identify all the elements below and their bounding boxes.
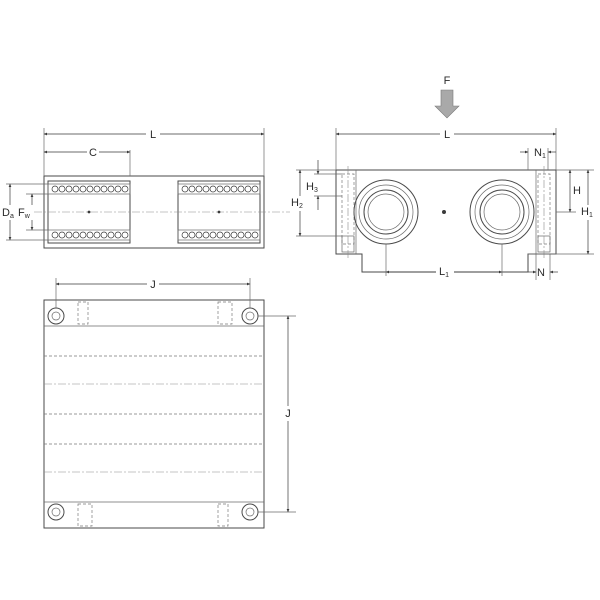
- bearing-ball: [93, 185, 101, 193]
- end-length-label: L: [444, 129, 450, 141]
- bearing-ball: [72, 185, 80, 193]
- hole-top-right: [241, 307, 259, 325]
- bearing-ball: [79, 185, 87, 193]
- bearing-ball: [188, 185, 196, 193]
- bearing-ball: [209, 231, 217, 239]
- force-label: F: [444, 75, 451, 87]
- bearing-ball: [216, 185, 224, 193]
- hole-bottom-left: [47, 503, 65, 521]
- bearing-ball: [51, 231, 59, 239]
- bearing-ball: [202, 231, 210, 239]
- bearing-ball: [65, 185, 73, 193]
- bearing-ball: [58, 231, 66, 239]
- left-center-mark: [87, 210, 91, 214]
- right-bore: [469, 179, 535, 245]
- hole-top-left: [47, 307, 65, 325]
- n-label: N: [537, 267, 545, 279]
- bearing-ball: [121, 231, 129, 239]
- bearing-ball: [223, 185, 231, 193]
- da-label: Da: [2, 207, 14, 220]
- bearing-ball: [230, 231, 238, 239]
- bearing-ball: [86, 231, 94, 239]
- bearing-ball: [107, 185, 115, 193]
- top-view: J J: [43, 277, 296, 529]
- bearing-ball: [251, 231, 259, 239]
- h-label: H: [573, 185, 581, 197]
- bearing-ball: [58, 185, 66, 193]
- bearing-ball: [209, 185, 217, 193]
- bearing-ball: [114, 185, 122, 193]
- bearing-ball: [223, 231, 231, 239]
- right-center-mark: [217, 210, 221, 214]
- end-center-mark: [442, 210, 446, 214]
- bearing-ball: [51, 185, 59, 193]
- bearing-ball: [121, 185, 129, 193]
- bearing-ball: [79, 231, 87, 239]
- bearing-ball: [251, 185, 259, 193]
- bearing-ball: [230, 185, 238, 193]
- bearing-ball: [244, 185, 252, 193]
- bearing-ball: [195, 185, 203, 193]
- h3-label: H3: [306, 181, 318, 194]
- c-dimension-label: C: [89, 147, 97, 159]
- h2-label: H2: [291, 197, 303, 210]
- bearing-ball: [86, 185, 94, 193]
- n1-label: N1: [534, 147, 546, 160]
- bearing-ball: [107, 231, 115, 239]
- bearing-ball: [181, 185, 189, 193]
- bearing-ball: [244, 231, 252, 239]
- bearing-ball: [202, 185, 210, 193]
- side-view: L C Da Fw: [1, 127, 290, 249]
- left-bore: [353, 179, 419, 245]
- j-top-label: J: [150, 279, 156, 291]
- bearing-ball: [216, 231, 224, 239]
- bearing-ball: [237, 231, 245, 239]
- bearing-ball: [181, 231, 189, 239]
- fw-label: Fw: [18, 207, 31, 220]
- bearing-ball: [72, 231, 80, 239]
- bearing-ball: [100, 231, 108, 239]
- h1-label: H1: [581, 206, 593, 219]
- force-arrow-icon: [434, 89, 460, 119]
- l1-label: L1: [439, 266, 449, 279]
- side-length-label: L: [150, 129, 156, 141]
- bearing-ball: [65, 231, 73, 239]
- bearing-ball: [188, 231, 196, 239]
- bearing-ball: [195, 231, 203, 239]
- bearing-ball: [93, 231, 101, 239]
- end-view: F L: [290, 75, 598, 280]
- ball-rows: [51, 185, 259, 239]
- bearing-ball: [237, 185, 245, 193]
- hole-bottom-right: [241, 503, 259, 521]
- bearing-ball: [100, 185, 108, 193]
- j-right-label: J: [285, 408, 291, 420]
- bearing-ball: [114, 231, 122, 239]
